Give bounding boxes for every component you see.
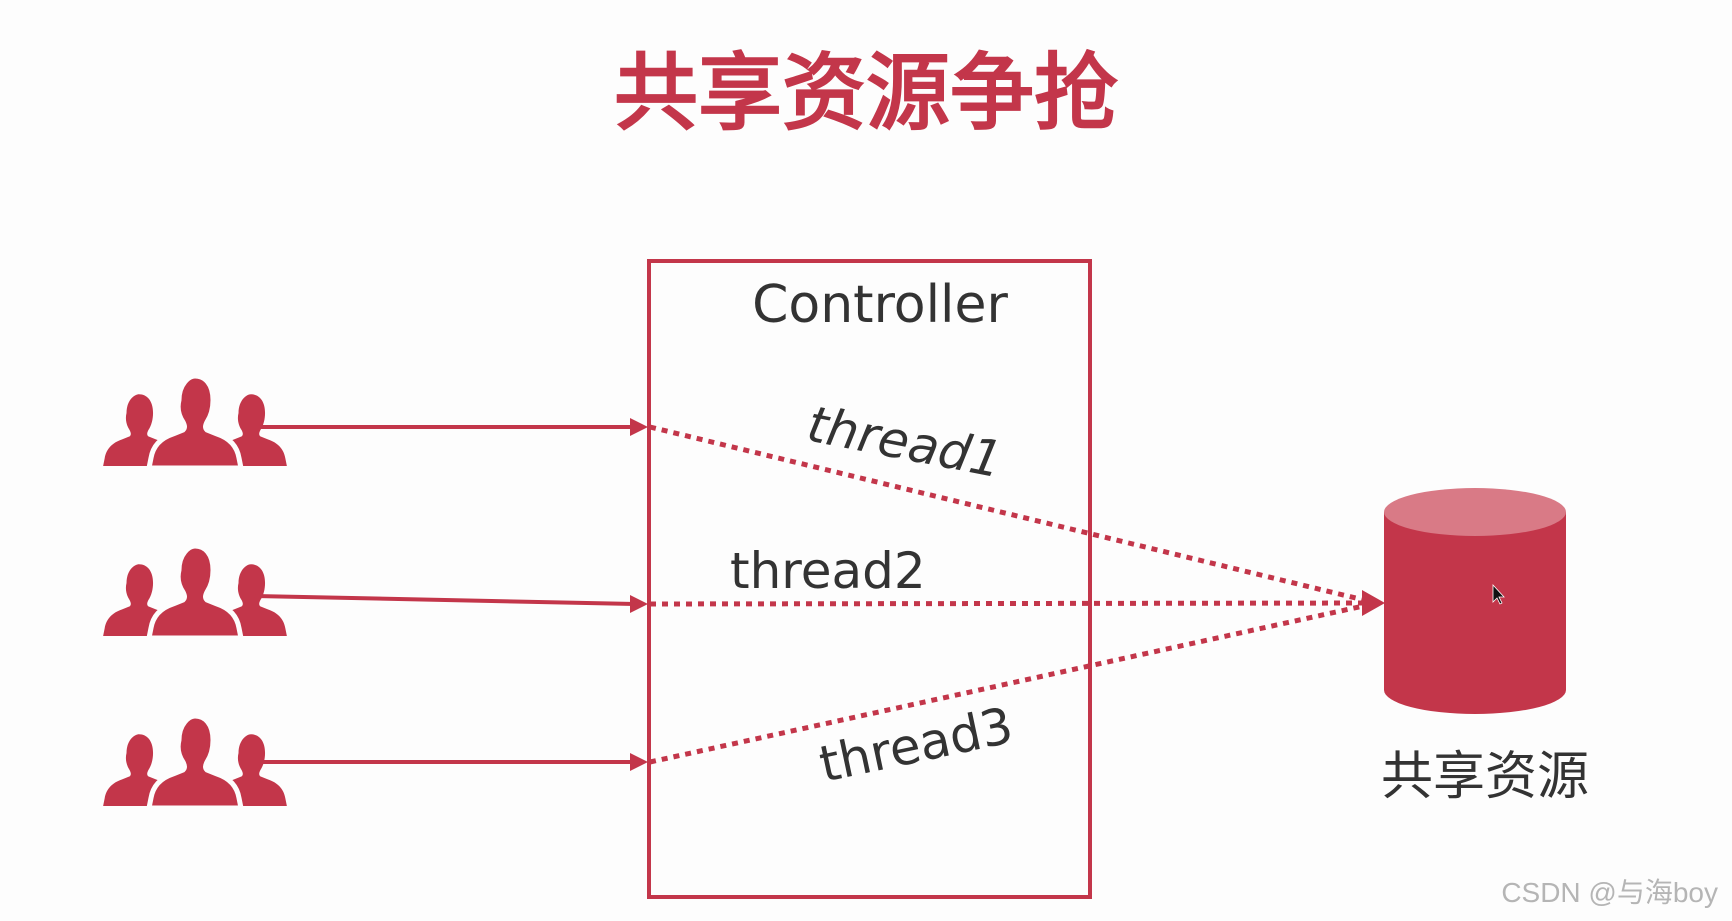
request-arrow-1 (255, 418, 648, 436)
thread2-label: thread2 (730, 542, 926, 600)
user-group-icon-1 (103, 376, 287, 468)
request-arrow-3 (255, 753, 648, 771)
thread1-line (649, 424, 1369, 604)
database-cylinder-icon (1384, 488, 1566, 714)
thread3-line (649, 602, 1369, 765)
thread3-label: thread3 (814, 696, 1017, 793)
mouse-cursor-icon (1492, 583, 1505, 605)
thread1-label: thread1 (803, 395, 1007, 489)
watermark: CSDN @与海boy (1501, 877, 1718, 908)
user-group-icon-2 (103, 546, 287, 638)
controller-box (647, 259, 1092, 899)
thread2-line (649, 600, 1369, 607)
thread-arrowhead (1362, 590, 1385, 616)
diagram-title: 共享资源争抢 (614, 44, 1119, 142)
request-arrow-2 (254, 594, 648, 613)
controller-label: Controller (752, 275, 1008, 335)
resource-label: 共享资源 (1381, 747, 1589, 807)
